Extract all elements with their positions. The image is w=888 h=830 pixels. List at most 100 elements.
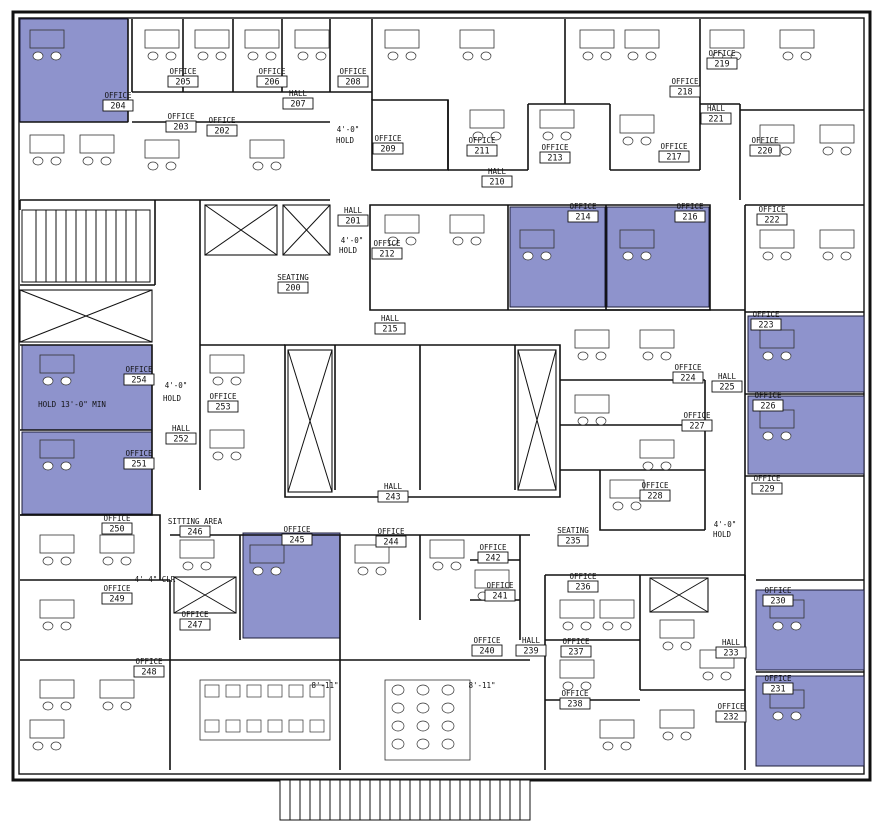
desk bbox=[244, 29, 280, 49]
chair bbox=[32, 741, 44, 751]
room-type-label: OFFICE bbox=[374, 134, 402, 143]
room-type-label: OFFICE bbox=[674, 363, 702, 372]
room-number: 219 bbox=[714, 60, 729, 70]
room-number-tag bbox=[681, 419, 713, 432]
conference-chair bbox=[309, 719, 325, 733]
conference-chair bbox=[246, 684, 262, 698]
shafts bbox=[19, 204, 709, 614]
chair bbox=[470, 236, 482, 246]
room-number-tag bbox=[123, 457, 155, 470]
conference-chair bbox=[416, 684, 430, 696]
chair bbox=[472, 131, 484, 141]
room-type-label: OFFICE bbox=[181, 610, 209, 619]
chair bbox=[600, 51, 612, 61]
room-number-tag bbox=[484, 589, 516, 602]
chair bbox=[582, 51, 594, 61]
desk bbox=[759, 124, 795, 144]
note-hold-2: 4'-0" bbox=[341, 236, 364, 245]
chair bbox=[800, 51, 812, 61]
desk bbox=[194, 29, 230, 49]
room-number: 228 bbox=[647, 492, 662, 502]
desk bbox=[144, 29, 180, 49]
room-211: OFFICE 211 bbox=[466, 136, 498, 157]
chair bbox=[762, 351, 774, 361]
conference-chair bbox=[416, 738, 430, 750]
room-number-tag bbox=[165, 120, 197, 133]
room-number-tag bbox=[466, 144, 498, 157]
desk bbox=[619, 114, 655, 134]
chair bbox=[595, 351, 607, 361]
conference-chair bbox=[391, 684, 405, 696]
chair bbox=[432, 561, 444, 571]
chair bbox=[182, 561, 194, 571]
chair bbox=[102, 556, 114, 566]
room-type-label: HALL bbox=[344, 206, 363, 215]
room-type-label: OFFICE bbox=[561, 689, 589, 698]
room-number: 203 bbox=[173, 123, 188, 133]
chair bbox=[265, 51, 277, 61]
desk bbox=[519, 229, 555, 249]
room-type-label: OFFICE bbox=[683, 411, 711, 420]
chair bbox=[60, 556, 72, 566]
room-number: 254 bbox=[131, 376, 146, 386]
chair bbox=[627, 51, 639, 61]
room-number: 230 bbox=[770, 597, 785, 607]
desk bbox=[759, 229, 795, 249]
room-number-tag bbox=[567, 580, 599, 593]
desk bbox=[659, 709, 695, 729]
room-number-tag bbox=[539, 151, 571, 164]
desk bbox=[294, 29, 330, 49]
chair bbox=[82, 156, 94, 166]
room-number: 227 bbox=[689, 422, 704, 432]
room-number: 205 bbox=[175, 78, 190, 88]
chair bbox=[50, 741, 62, 751]
room-type-label: HALL bbox=[722, 638, 741, 647]
chair bbox=[212, 451, 224, 461]
room-type-label: OFFICE bbox=[209, 392, 237, 401]
room-number-tag bbox=[375, 535, 407, 548]
room-type-label: OFFICE bbox=[751, 136, 779, 145]
chair bbox=[640, 251, 652, 261]
chair bbox=[645, 51, 657, 61]
conference-chair bbox=[288, 684, 304, 698]
note-clear: 4'-4" CLR bbox=[135, 575, 176, 584]
chair bbox=[480, 51, 492, 61]
room-type-label: OFFICE bbox=[764, 674, 792, 683]
note-hold-2b: HOLD bbox=[339, 246, 358, 255]
room-number: 206 bbox=[264, 78, 279, 88]
chair bbox=[790, 621, 802, 631]
room-type-label: OFFICE bbox=[671, 77, 699, 86]
chair bbox=[642, 351, 654, 361]
desk bbox=[39, 534, 75, 554]
room-number: 211 bbox=[474, 147, 489, 157]
room-number: 231 bbox=[770, 685, 785, 695]
chair bbox=[60, 621, 72, 631]
room-number: 200 bbox=[285, 284, 300, 294]
room-type-label: OFFICE bbox=[468, 136, 496, 145]
chair bbox=[165, 51, 177, 61]
chair bbox=[32, 51, 44, 61]
chair bbox=[197, 51, 209, 61]
chair bbox=[620, 741, 632, 751]
room-number: 251 bbox=[131, 460, 146, 470]
note-hold-3b: HOLD bbox=[163, 394, 182, 403]
room-number: 250 bbox=[109, 525, 124, 535]
desk bbox=[609, 479, 645, 499]
desk bbox=[574, 394, 610, 414]
room-number-tag bbox=[282, 97, 314, 110]
conference-chair bbox=[225, 719, 241, 733]
room-type-label: OFFICE bbox=[758, 205, 786, 214]
room-number-tag bbox=[374, 322, 406, 335]
